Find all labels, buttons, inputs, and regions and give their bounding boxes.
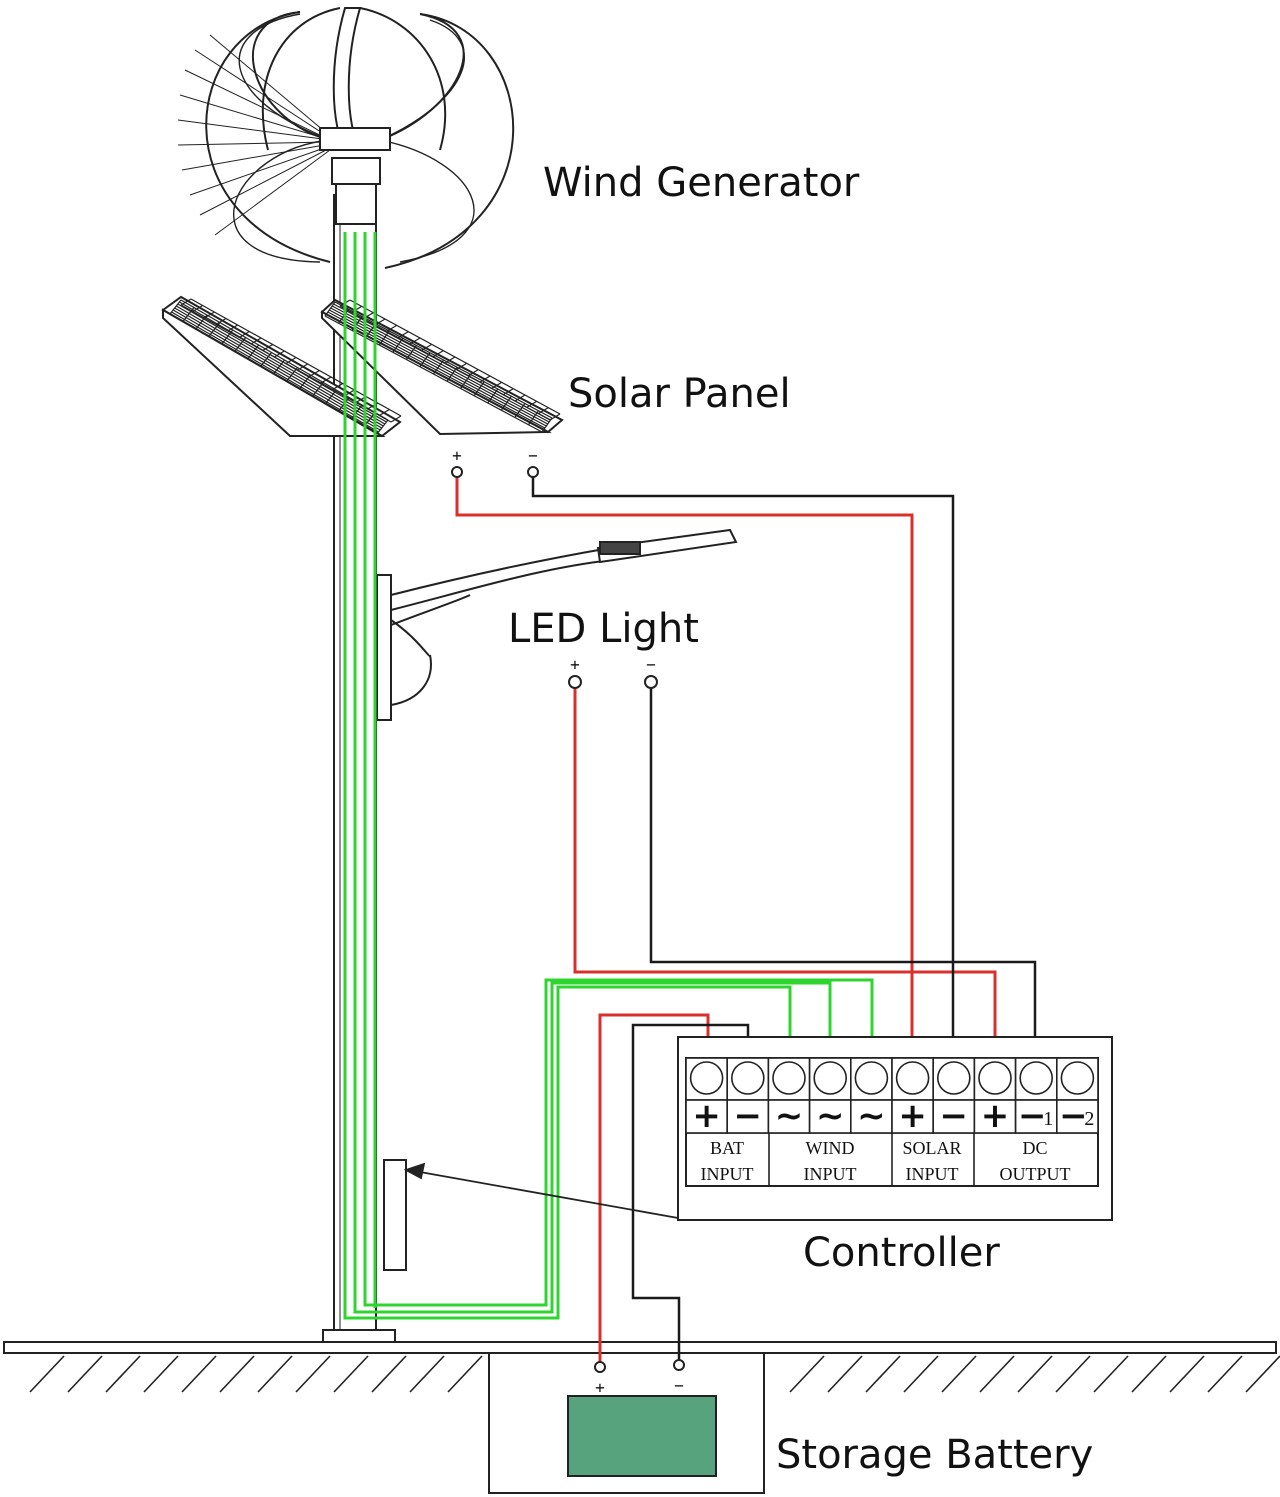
controller-terminal-screw: [936, 1061, 971, 1095]
solar-minus-mark: −: [528, 446, 538, 465]
controller-terminal-screw: [689, 1061, 724, 1095]
terminal-posts: [451, 466, 685, 1373]
controller-terminal-subscript: 1: [1043, 1108, 1053, 1130]
controller-terminal-symbol: +: [898, 1096, 927, 1136]
solar-positive-terminal: [451, 466, 463, 478]
controller-terminal-screw: [772, 1061, 806, 1095]
controller-terminal-symbol: −: [940, 1096, 969, 1136]
led-negative-terminal: [644, 675, 658, 689]
storage-battery-icon: [567, 1395, 717, 1477]
controller-terminal-groups: BAT INPUT WIND INPUT SOLAR INPUT DC OUTPUT: [701, 1138, 1071, 1184]
controller-terminal-symbol: ~: [816, 1096, 845, 1136]
controller-terminal-subscript: 2: [1084, 1108, 1094, 1130]
wind-generator-label: Wind Generator: [543, 160, 860, 206]
controller-terminal-screw: [813, 1061, 848, 1095]
led-street-light: [376, 528, 738, 721]
led-light-label: LED Light: [508, 606, 699, 652]
controller-terminal-symbol: ~: [775, 1096, 804, 1136]
battery-plus-mark: +: [595, 1378, 605, 1397]
controller-terminal-screw: [1060, 1061, 1095, 1095]
controller-label: Controller: [803, 1230, 1000, 1276]
controller-group-label: INPUT: [701, 1164, 754, 1184]
negative-wires: [531, 477, 1037, 1365]
controller-terminal-symbol: −: [1059, 1096, 1088, 1136]
controller-group-label: INPUT: [804, 1164, 857, 1184]
solar-positive-wire: [455, 477, 914, 1075]
controller-group-label: BAT: [710, 1138, 744, 1158]
battery-negative-wire: [631, 1023, 750, 1365]
pole-mounted-controller-box: [383, 1159, 407, 1271]
controller-unit: [677, 1036, 1113, 1221]
led-positive-terminal: [568, 675, 582, 689]
controller-group-label: OUTPUT: [1000, 1164, 1071, 1184]
wind-generator-turbine: [177, 7, 515, 269]
controller-terminal-symbols: +−~~~+−+−1−2: [692, 1096, 1094, 1136]
controller-group-label: DC: [1022, 1138, 1047, 1158]
storage-battery-label: Storage Battery: [776, 1432, 1093, 1478]
led-minus-mark: −: [646, 655, 656, 674]
ground: [3, 1341, 1280, 1393]
controller-pointer-arrow: [403, 1162, 679, 1219]
solar-negative-terminal: [527, 466, 539, 478]
controller-group-label: INPUT: [906, 1164, 959, 1184]
controller-group-label: SOLAR: [902, 1138, 961, 1158]
wind-cables: [343, 232, 874, 1320]
controller-group-label: WIND: [806, 1138, 855, 1158]
controller-terminal-symbol: ~: [857, 1096, 886, 1136]
solar-panel-label: Solar Panel: [568, 371, 791, 417]
solar-negative-wire: [531, 477, 955, 1075]
controller-terminal-screw: [730, 1061, 765, 1095]
solar-plus-mark: +: [452, 446, 462, 465]
led-positive-wire: [573, 687, 997, 1075]
controller-terminal-symbol: −: [1018, 1096, 1047, 1136]
controller-terminal-screw: [1019, 1061, 1053, 1095]
led-plus-mark: +: [570, 655, 580, 674]
controller-terminal-symbol: +: [692, 1096, 721, 1136]
battery-positive-terminal: [594, 1361, 606, 1373]
controller-terminal-screw: [854, 1061, 889, 1095]
solar-panels: [161, 295, 564, 438]
controller-terminal-screw: [895, 1061, 930, 1095]
controller-terminal-symbol: −: [734, 1096, 763, 1136]
controller-terminal-screw: [978, 1061, 1012, 1095]
battery-negative-terminal: [673, 1359, 685, 1371]
battery-minus-mark: −: [674, 1376, 684, 1395]
led-negative-wire: [649, 687, 1037, 1075]
controller-terminal-symbol: +: [981, 1096, 1010, 1136]
